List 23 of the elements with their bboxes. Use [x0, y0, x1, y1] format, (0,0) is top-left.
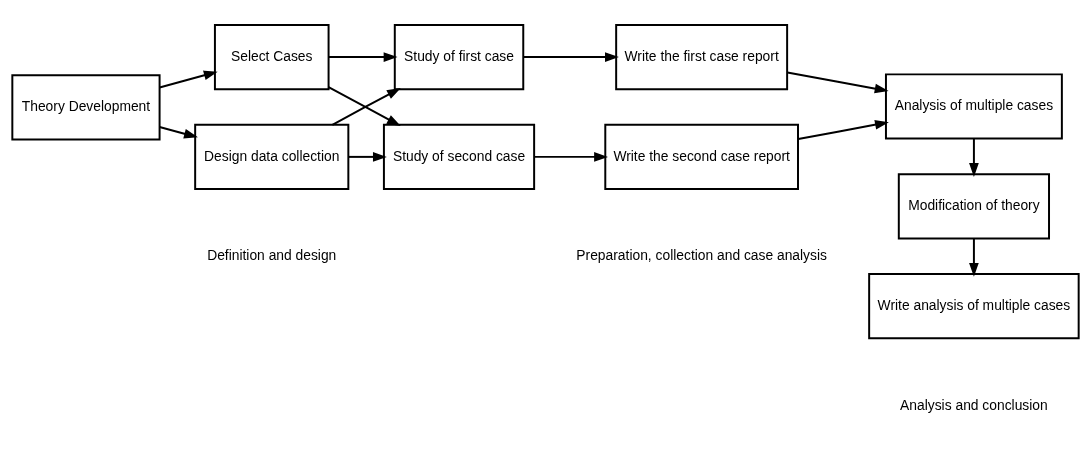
label: Definition and design — [207, 246, 337, 263]
arrow — [347, 151, 387, 162]
node-box: Select Cases — [213, 23, 330, 90]
label: Preparation, collection and case analysis — [576, 246, 827, 263]
label: Analysis and conclusion — [900, 396, 1048, 413]
arrow — [969, 137, 979, 177]
arrow — [327, 51, 398, 62]
arrow — [533, 151, 608, 162]
node-box: Theory Development — [11, 73, 161, 141]
node-box: Modification of theory — [897, 172, 1050, 239]
node-box: Write the first case report — [615, 23, 789, 90]
node-box: Study of second case — [382, 123, 536, 190]
arrow — [522, 51, 619, 62]
arrow — [158, 125, 198, 138]
arrow — [797, 119, 889, 140]
node-box: Analysis of multiple cases — [884, 72, 1063, 140]
arrow — [969, 236, 979, 277]
arrow — [786, 71, 889, 93]
arrow — [158, 70, 218, 89]
node-box: Design data collection — [194, 123, 350, 190]
node-box: Write the second case report — [604, 123, 799, 190]
node-box: Write analysis of multiple cases — [868, 272, 1080, 339]
node-box: Study of first case — [393, 23, 525, 90]
